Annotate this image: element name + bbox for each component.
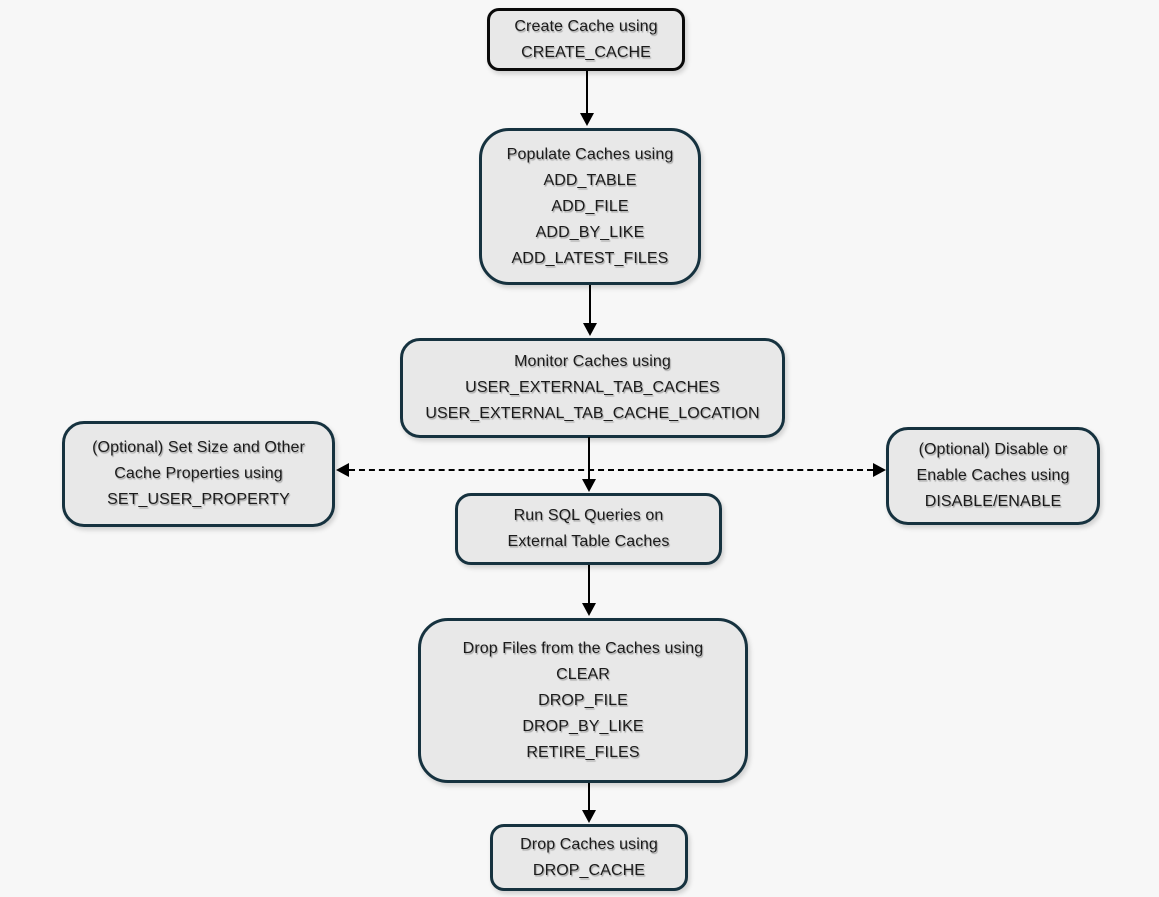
node-line: USER_EXTERNAL_TAB_CACHES	[465, 379, 720, 396]
node-line: DISABLE/ENABLE	[924, 493, 1062, 510]
arrow-monitor-to-run-sql-icon	[582, 437, 596, 492]
node-line: Populate Caches using	[506, 145, 674, 163]
node-line: CLEAR	[556, 665, 610, 683]
node-line: ADD_TABLE	[543, 171, 637, 189]
node-line: (Optional) Disable or	[918, 441, 1068, 458]
node-line: External Table Caches	[507, 533, 670, 550]
node-run-sql-queries: Run SQL Queries on External Table Caches	[455, 493, 722, 565]
node-line: ADD_BY_LIKE	[535, 223, 645, 241]
node-line: Drop Caches using	[520, 835, 658, 853]
node-line: Monitor Caches using	[514, 353, 671, 370]
node-line: Cache Properties using	[114, 465, 283, 482]
node-disable-enable: (Optional) Disable or Enable Caches using…	[886, 427, 1100, 525]
node-line: SET_USER_PROPERTY	[107, 491, 290, 508]
node-line: ADD_FILE	[551, 197, 629, 215]
node-line: Enable Caches using	[916, 467, 1070, 484]
node-line: DROP_FILE	[538, 691, 628, 709]
arrow-run-sql-to-drop-files-icon	[582, 565, 596, 616]
node-line: DROP_BY_LIKE	[522, 717, 644, 735]
dashed-arrow-optional-branches-icon	[336, 463, 886, 477]
node-line: ADD_LATEST_FILES	[511, 249, 669, 267]
node-line: DROP_CACHE	[532, 861, 646, 879]
arrow-create-to-populate-icon	[580, 71, 594, 126]
node-line: Create Cache using	[514, 17, 658, 35]
node-line: (Optional) Set Size and Other	[92, 439, 305, 456]
arrow-populate-to-monitor-icon	[583, 285, 597, 336]
arrow-drop-files-to-drop-caches-icon	[582, 783, 596, 823]
node-line: CREATE_CACHE	[521, 43, 651, 61]
node-line: USER_EXTERNAL_TAB_CACHE_LOCATION	[425, 405, 760, 422]
node-line: RETIRE_FILES	[526, 743, 640, 761]
node-line: Drop Files from the Caches using	[462, 639, 704, 657]
node-line: Run SQL Queries on	[513, 507, 664, 524]
